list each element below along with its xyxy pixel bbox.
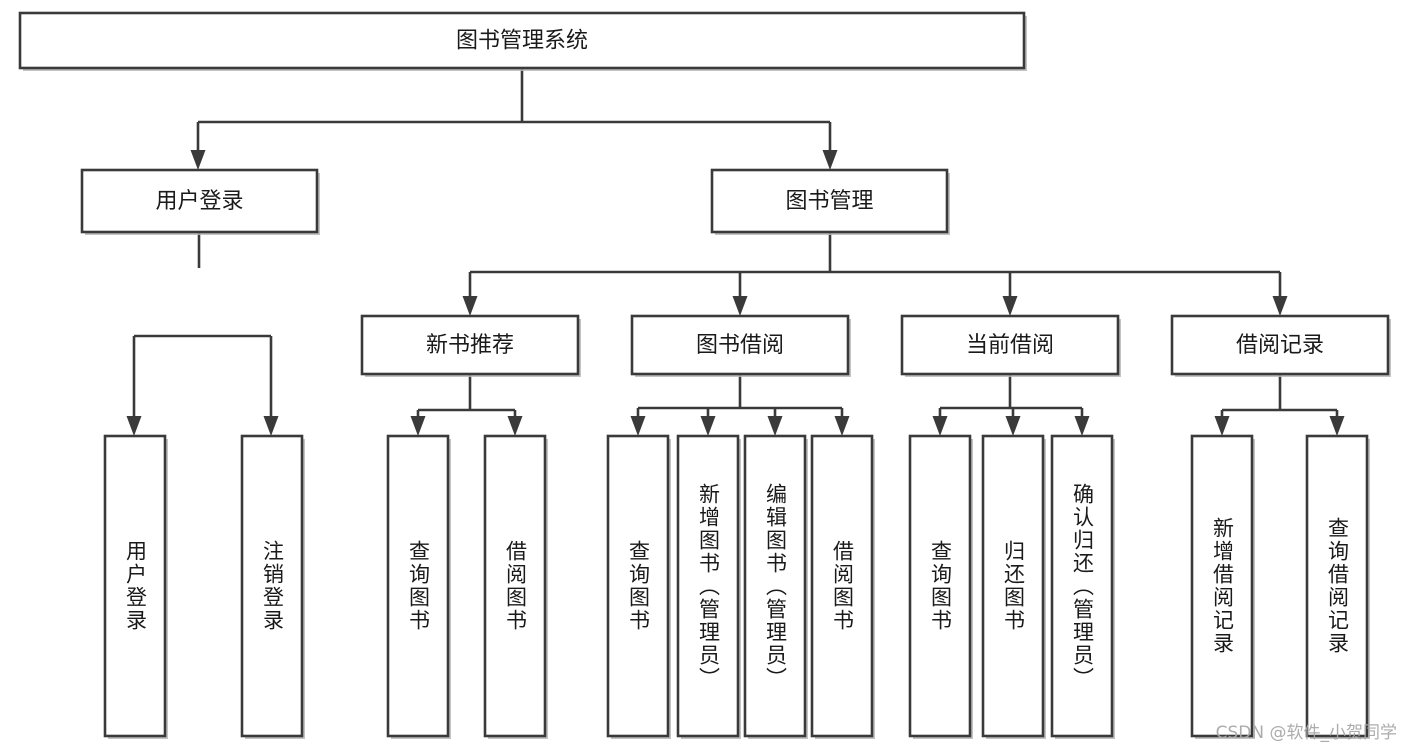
arrow-head-icon: [1005, 416, 1021, 436]
node-leaf-borrow-book-2[interactable]: [810, 434, 874, 738]
node-leaf-user-login[interactable]: [103, 434, 167, 738]
arrow-head-icon: [126, 416, 142, 436]
node-book-manage[interactable]: [710, 168, 949, 234]
arrow-head-icon: [732, 296, 748, 316]
arrow-head-icon: [1002, 296, 1018, 316]
arrow-head-icon: [932, 416, 948, 436]
node-leaf-add-borrow-record[interactable]: [1190, 434, 1254, 738]
arrow-head-icon: [1329, 416, 1345, 436]
node-book-borrow[interactable]: [630, 314, 850, 376]
arrow-head-icon: [767, 416, 783, 436]
node-new-book-recommend[interactable]: [360, 314, 580, 376]
arrow-heads: [126, 150, 1345, 436]
node-boxes: [18, 11, 1391, 739]
arrow-head-icon: [190, 150, 206, 170]
arrow-head-icon: [263, 416, 279, 436]
node-leaf-query-book-3[interactable]: [908, 434, 972, 738]
node-leaf-return-book[interactable]: [981, 434, 1045, 738]
arrow-head-icon: [1214, 416, 1230, 436]
node-leaf-query-borrow-record[interactable]: [1305, 434, 1369, 738]
arrow-head-icon: [700, 416, 716, 436]
node-root-label: 图书管理系统: [456, 29, 588, 54]
arrow-head-icon: [462, 296, 478, 316]
node-new-book-recommend-label: 新书推荐: [426, 333, 514, 358]
arrow-head-icon: [1074, 416, 1090, 436]
node-leaf-query-book-2[interactable]: [606, 434, 670, 738]
node-borrow-record-label: 借阅记录: [1236, 333, 1324, 358]
node-borrow-record[interactable]: [1170, 314, 1390, 376]
node-leaf-logout-login[interactable]: [240, 434, 304, 738]
node-leaf-borrow-book-1[interactable]: [483, 434, 547, 738]
node-current-borrow[interactable]: [900, 314, 1120, 376]
arrow-head-icon: [822, 150, 838, 170]
arrow-head-icon: [507, 416, 523, 436]
node-book-borrow-label: 图书借阅: [696, 333, 784, 358]
arrow-head-icon: [630, 416, 646, 436]
node-root-system[interactable]: [18, 11, 1026, 70]
node-leaf-confirm-return[interactable]: [1050, 434, 1114, 738]
arrow-head-icon: [410, 416, 426, 436]
node-leaf-add-book[interactable]: [676, 434, 740, 738]
arrow-head-icon: [1272, 296, 1288, 316]
node-user-login-label: 用户登录: [155, 189, 243, 214]
node-user-login[interactable]: [80, 168, 319, 234]
csdn-watermark: CSDN @软件_小贺同学: [1215, 723, 1397, 743]
arrow-head-icon: [834, 416, 850, 436]
node-book-manage-label: 图书管理: [785, 189, 873, 214]
node-leaf-query-book-1[interactable]: [386, 434, 450, 738]
node-leaf-edit-book[interactable]: [743, 434, 807, 738]
node-current-borrow-label: 当前借阅: [966, 333, 1054, 358]
